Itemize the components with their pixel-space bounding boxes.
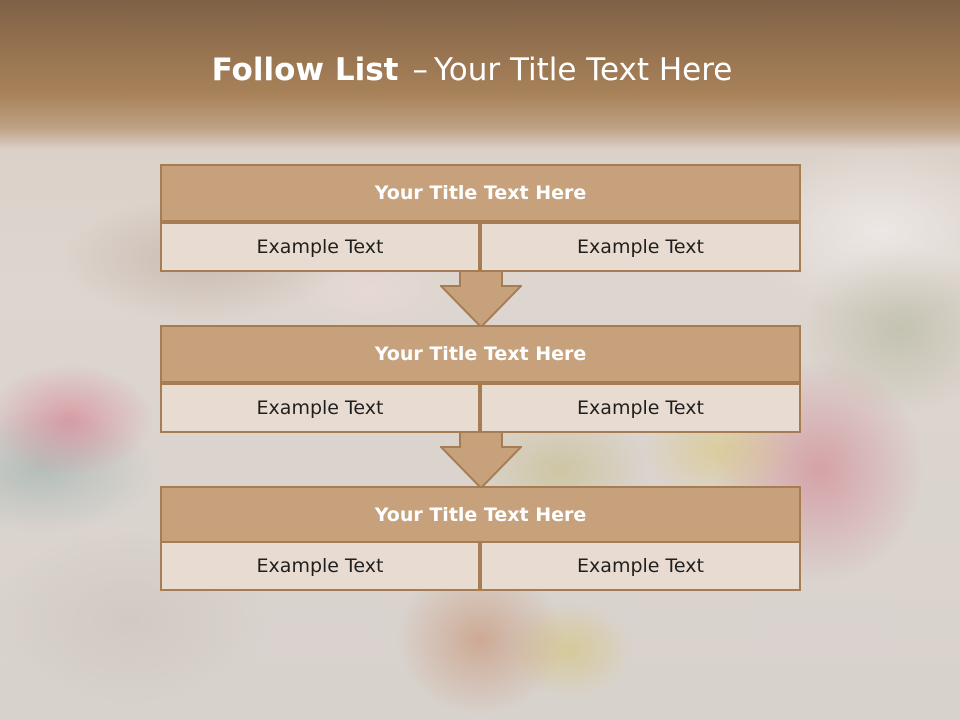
title-bold: Follow List <box>211 52 399 88</box>
block-left-cell: Example Text <box>160 541 480 591</box>
block-right-cell: Example Text <box>480 222 801 272</box>
title-rest: Your Title Text Here <box>433 52 733 88</box>
block-title: Your Title Text Here <box>160 164 801 222</box>
down-arrow-icon <box>440 431 522 489</box>
block-right-cell: Example Text <box>480 541 801 591</box>
block-title: Your Title Text Here <box>160 325 801 383</box>
title-dash: – <box>412 52 428 88</box>
block-left-cell: Example Text <box>160 222 480 272</box>
block-left-cell: Example Text <box>160 383 480 433</box>
block-title: Your Title Text Here <box>160 486 801 544</box>
slide-title: Follow List–Your Title Text Here <box>0 52 944 88</box>
down-arrow-icon <box>440 270 522 328</box>
title-band <box>0 0 960 150</box>
block-right-cell: Example Text <box>480 383 801 433</box>
